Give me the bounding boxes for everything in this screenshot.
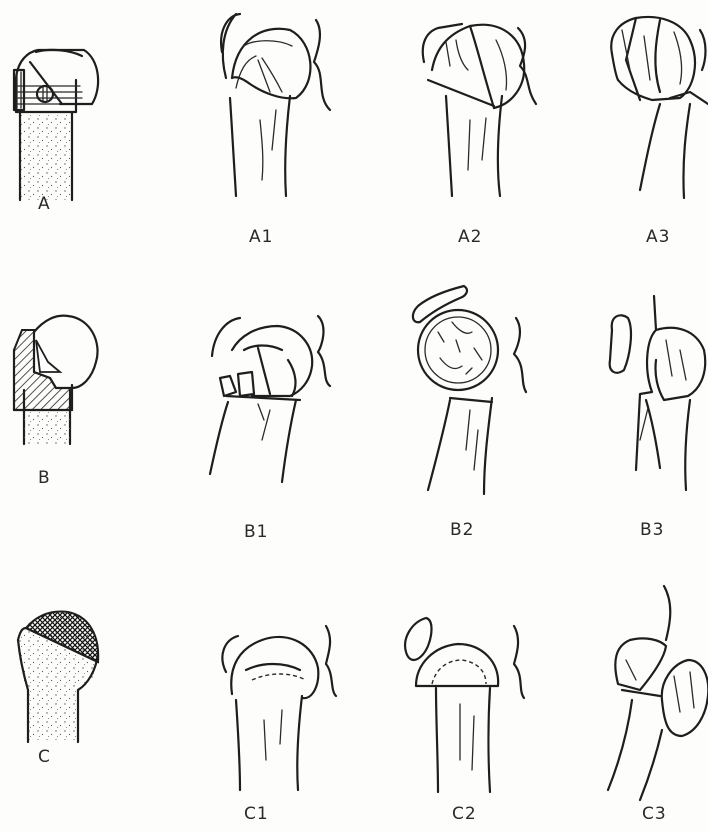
label-b3: B3 [640, 522, 664, 539]
label-c2: C2 [452, 806, 477, 823]
schematic-a [14, 50, 98, 200]
label-b1: B1 [244, 524, 268, 541]
drawing-a2 [423, 24, 536, 196]
schematic-c [18, 612, 98, 742]
drawing-b2 [413, 286, 526, 494]
label-b: B [38, 470, 51, 487]
drawing-b3 [610, 296, 706, 490]
schematic-b [14, 316, 98, 444]
label-a1: A1 [249, 229, 273, 246]
drawing-c3 [608, 586, 708, 800]
label-c: C [38, 749, 51, 766]
drawing-c1 [222, 626, 336, 790]
drawing-b1 [210, 316, 330, 482]
drawing-c2 [405, 618, 524, 792]
label-a2: A2 [458, 229, 482, 246]
label-c3: C3 [642, 806, 667, 823]
label-a: A [38, 196, 51, 213]
drawing-a1 [221, 14, 330, 196]
drawing-a3 [611, 17, 708, 198]
label-c1: C1 [244, 806, 269, 823]
label-b2: B2 [450, 522, 474, 539]
label-a3: A3 [646, 229, 670, 246]
